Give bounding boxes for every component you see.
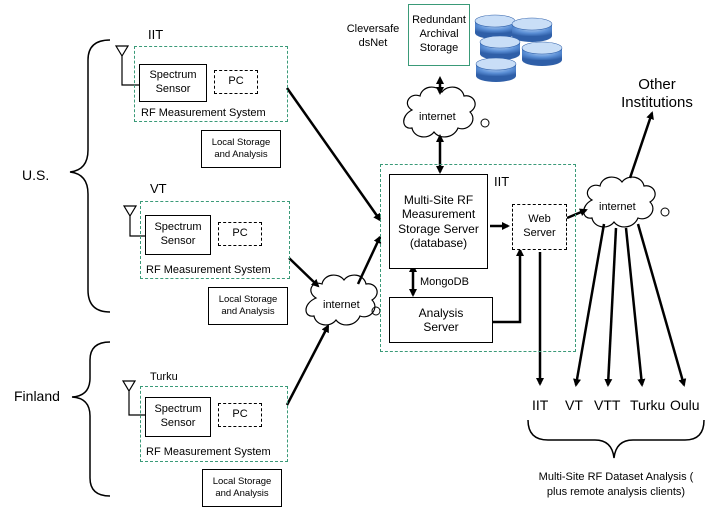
site-turku-label: Turku [150,371,178,383]
region-finland-label: Finland [14,388,60,404]
arrow-cloud-vt [573,223,606,387]
region-us-label: U.S. [22,167,50,183]
arrow-vt-to-cloud [288,257,320,288]
iit-local-storage: Local Storage and Analysis [201,130,281,168]
iit-measurement-system [134,46,288,122]
arrow-cloud-turku [624,227,646,387]
internet-left-label: internet [323,299,360,311]
storage-disks-icon [474,14,563,82]
turku-local-storage-label: Local Storage and Analysis [212,476,272,499]
vt-spectrum-sensor: Spectrum Sensor [145,215,211,255]
antenna-icon [114,45,145,416]
iit-local-storage-label: Local Storage and Analysis [211,137,271,160]
arrow-cloud-to-server [356,235,382,285]
arrow-web-cloud [566,208,588,220]
web-server: Web Server [512,204,567,250]
central-iit-group [380,164,576,352]
turku-spectrum-sensor-label: Spectrum Sensor [154,403,202,429]
vt-pc-label: PC [232,227,248,240]
internet-top-label: internet [419,111,456,123]
client-turku: Turku [630,397,666,413]
site-vt-label: VT [150,181,167,196]
archive-vendor-label: Cleversafe dsNet [346,23,400,49]
vt-measurement-system [140,201,290,279]
turku-spectrum-sensor: Spectrum Sensor [145,397,211,437]
iit-system-label: RF Measurement System [141,107,266,119]
clients-brace [527,419,705,459]
archival-storage-label: Redundant Archival Storage [412,14,466,54]
arrow-cloud-oulu [636,223,687,387]
vt-local-storage: Local Storage and Analysis [208,287,288,325]
storage-server-label: Multi-Site RF Measurement Storage Server… [398,192,479,250]
analysis-server: Analysis Server [389,297,493,343]
arrow-cloud-other [628,111,654,179]
clients-caption: Multi-Site RF Dataset Analysis ( plus re… [538,471,694,498]
iit-spectrum-sensor: Spectrum Sensor [139,64,207,102]
turku-local-storage: Local Storage and Analysis [202,469,282,507]
finland-brace [71,341,111,497]
arrow-turku-to-cloud [285,324,330,406]
internet-right-label: internet [599,201,636,213]
client-iit: IIT [532,397,549,413]
client-oulu: Oulu [670,397,700,413]
cloud-icon [305,86,656,326]
us-brace [69,39,111,313]
arrow-cloud-vtt [604,227,618,387]
turku-pc: PC [218,403,262,427]
mongodb-label: MongoDB [420,276,469,288]
vt-system-label: RF Measurement System [146,264,271,276]
other-institutions-label: Other Institutions [621,76,693,111]
vt-local-storage-label: Local Storage and Analysis [218,294,278,317]
site-iit-label: IIT [148,27,164,42]
iit-pc-label: PC [228,75,244,88]
central-iit-label: IIT [494,174,510,189]
turku-pc-label: PC [232,408,248,421]
arrow-analysis-web [493,248,524,324]
iit-spectrum-sensor-label: Spectrum Sensor [149,69,197,95]
analysis-server-label: Analysis Server [418,305,464,334]
vt-pc: PC [218,222,262,246]
vt-spectrum-sensor-label: Spectrum Sensor [154,221,202,247]
web-server-label: Web Server [523,213,556,239]
arrow-iit-to-server [285,87,382,222]
archival-storage-box: Redundant Archival Storage [408,4,470,66]
turku-system-label: RF Measurement System [146,446,271,458]
client-vt: VT [565,397,583,413]
iit-pc: PC [214,70,258,94]
storage-server: Multi-Site RF Measurement Storage Server… [389,174,488,269]
turku-measurement-system [140,386,288,462]
client-vtt: VTT [594,397,621,413]
